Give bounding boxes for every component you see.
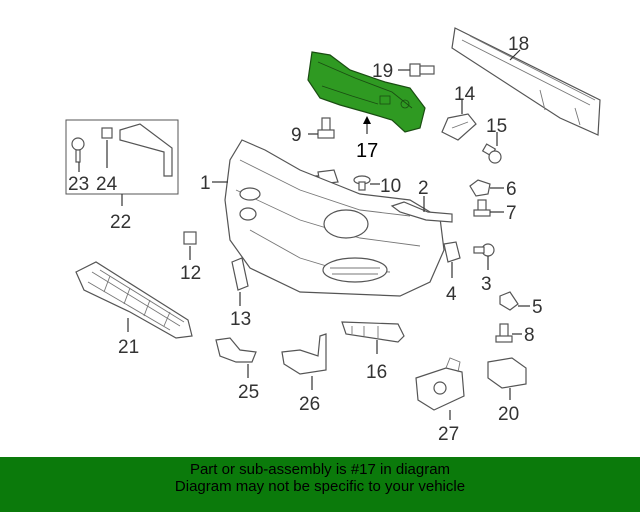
part-13-strip: [231, 257, 249, 291]
callout-9: 9: [291, 125, 302, 146]
callout-7: 7: [506, 203, 517, 224]
callout-17: 17: [356, 140, 378, 162]
callout-10: 10: [380, 176, 401, 197]
callout-14: 14: [454, 84, 476, 105]
banner-line-1: Part or sub-assembly is #17 in diagram: [189, 461, 451, 478]
callout-13: 13: [230, 309, 251, 330]
callout-12: 12: [180, 263, 201, 284]
part-5-bracket: [499, 291, 519, 311]
part-9-bolt: [317, 117, 335, 139]
callout-5: 5: [532, 297, 543, 318]
callout-21: 21: [118, 337, 139, 358]
leader-18: [509, 49, 521, 61]
callout-19: 19: [372, 61, 393, 82]
part-3-clip: [473, 243, 495, 257]
banner-line-2: Diagram may not be specific to your vehi…: [174, 478, 466, 495]
callout-22: 22: [110, 212, 131, 233]
part-18-reinforcement-bar: [451, 27, 601, 136]
part-27-latch: [415, 357, 465, 411]
callout-23: 23: [68, 174, 89, 195]
arrow-17: [363, 116, 371, 124]
part-25-bracket: [215, 337, 257, 363]
part-17-energy-absorber[interactable]: [307, 51, 426, 133]
info-banner: Part or sub-assembly is #17 in diagram D…: [0, 457, 640, 512]
callout-26: 26: [299, 394, 320, 415]
callout-18: 18: [508, 34, 529, 55]
part-14-bracket: [441, 113, 477, 141]
callout-24: 24: [96, 174, 118, 195]
part-15-bolt: [481, 143, 502, 164]
callout-16: 16: [366, 362, 387, 383]
part-4-bracket: [443, 241, 461, 263]
callout-2: 2: [418, 178, 429, 199]
callout-27: 27: [438, 424, 459, 445]
part-1-bumper-cover[interactable]: [224, 139, 445, 297]
part-19-bolt: [409, 63, 435, 77]
part-12-clip: [183, 231, 197, 245]
part-7-bolt: [473, 199, 491, 217]
part-2-strip: [390, 201, 453, 223]
part-8-bolt: [495, 323, 513, 343]
parts-diagram: 18 17 19 14 15 9 11: [65, 27, 601, 445]
part-6-nut: [469, 179, 491, 197]
callout-20: 20: [498, 404, 519, 425]
callout-1: 1: [200, 173, 211, 194]
callout-4: 4: [446, 284, 457, 305]
part-21-grille: [75, 261, 193, 339]
callout-6: 6: [506, 179, 517, 200]
callout-8: 8: [524, 325, 535, 346]
part-26-bracket: [281, 333, 327, 375]
part-10-clip: [353, 175, 371, 191]
callout-3: 3: [481, 274, 492, 295]
part-16-bracket: [341, 321, 405, 343]
callout-15: 15: [486, 116, 507, 137]
callout-25: 25: [238, 382, 259, 403]
part-20-block: [487, 357, 527, 389]
